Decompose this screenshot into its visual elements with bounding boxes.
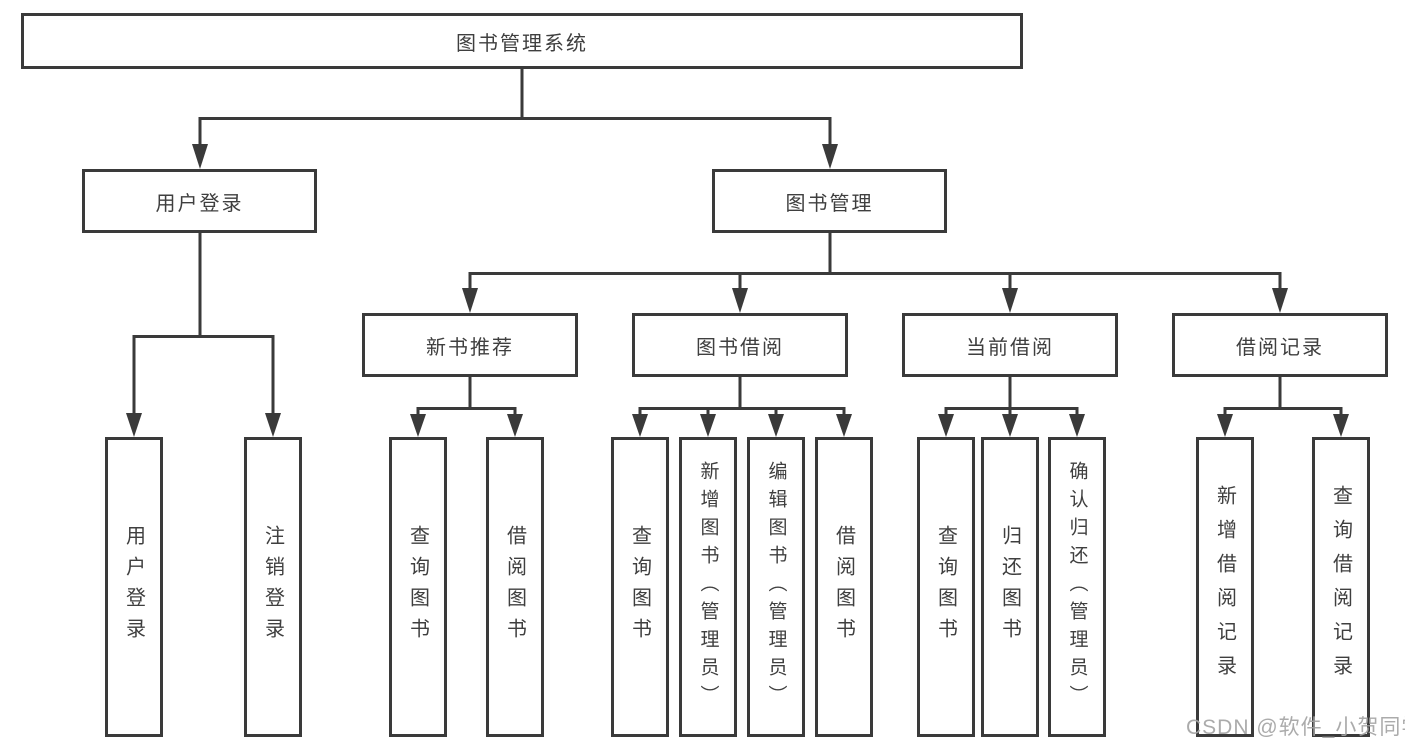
- arrowhead: [462, 288, 478, 313]
- leaf-label: 确认归还（管理员）: [1066, 461, 1088, 713]
- leaf-confirm-return-admin: 确认归还（管理员）: [1048, 437, 1106, 737]
- arrowhead: [768, 414, 784, 437]
- connector-book-borrow: [638, 377, 846, 416]
- arrowhead: [507, 414, 523, 437]
- leaf-label: 新增图书（管理员）: [697, 461, 719, 713]
- arrowhead: [1272, 288, 1288, 313]
- leaf-add-books-admin: 新增图书（管理员）: [679, 437, 737, 737]
- node-root: 图书管理系统: [21, 13, 1023, 69]
- arrowhead: [1002, 288, 1018, 313]
- arrowhead: [822, 144, 838, 169]
- connector-current-borrow: [944, 377, 1079, 416]
- leaf-user-login: 用户登录: [105, 437, 163, 737]
- leaf-label: 新增借阅记录: [1213, 485, 1236, 689]
- arrowhead: [938, 414, 954, 437]
- leaf-label: 查询图书: [628, 525, 651, 649]
- leaf-label: 注销登录: [261, 525, 284, 649]
- leaf-label: 用户登录: [122, 525, 145, 649]
- leaf-label: 查询借阅记录: [1329, 485, 1352, 689]
- connector-book-management: [468, 233, 1282, 290]
- leaf-logout: 注销登录: [244, 437, 302, 737]
- leaf-label: 编辑图书（管理员）: [765, 461, 787, 713]
- arrowhead: [836, 414, 852, 437]
- node-book-management: 图书管理: [712, 169, 947, 233]
- arrowhead: [126, 413, 142, 437]
- node-user-login: 用户登录: [82, 169, 317, 233]
- arrowhead: [265, 413, 281, 437]
- connector-borrow-records: [1223, 377, 1343, 416]
- leaf-query-borrow-record: 查询借阅记录: [1312, 437, 1370, 737]
- node-new-book-recommend: 新书推荐: [362, 313, 578, 377]
- node-book-borrow: 图书借阅: [632, 313, 848, 377]
- leaf-add-borrow-record: 新增借阅记录: [1196, 437, 1254, 737]
- arrowhead: [1002, 414, 1018, 437]
- arrowhead: [632, 414, 648, 437]
- leaf-label: 归还图书: [998, 525, 1021, 649]
- arrowhead: [410, 414, 426, 437]
- connector-new-book: [416, 377, 517, 416]
- connector-user-login: [132, 233, 275, 414]
- arrowhead: [1217, 414, 1233, 437]
- node-borrow-records: 借阅记录: [1172, 313, 1388, 377]
- leaf-borrow-books: 借阅图书: [815, 437, 873, 737]
- leaf-label: 借阅图书: [503, 525, 526, 649]
- arrowhead: [1069, 414, 1085, 437]
- leaf-return-books: 归还图书: [981, 437, 1039, 737]
- arrowhead: [1333, 414, 1349, 437]
- leaf-label: 查询图书: [934, 525, 957, 649]
- leaf-label: 借阅图书: [832, 525, 855, 649]
- arrowhead: [700, 414, 716, 437]
- csdn-watermark: CSDN @软件_小贺同学: [1186, 716, 1405, 739]
- arrowhead: [732, 288, 748, 313]
- connector-root: [198, 69, 832, 146]
- node-current-borrow: 当前借阅: [902, 313, 1118, 377]
- arrowhead: [192, 144, 208, 169]
- leaf-query-books: 查询图书: [917, 437, 975, 737]
- leaf-query-books: 查询图书: [389, 437, 447, 737]
- leaf-label: 查询图书: [406, 525, 429, 649]
- leaf-query-books: 查询图书: [611, 437, 669, 737]
- leaf-borrow-books: 借阅图书: [486, 437, 544, 737]
- leaf-edit-books-admin: 编辑图书（管理员）: [747, 437, 805, 737]
